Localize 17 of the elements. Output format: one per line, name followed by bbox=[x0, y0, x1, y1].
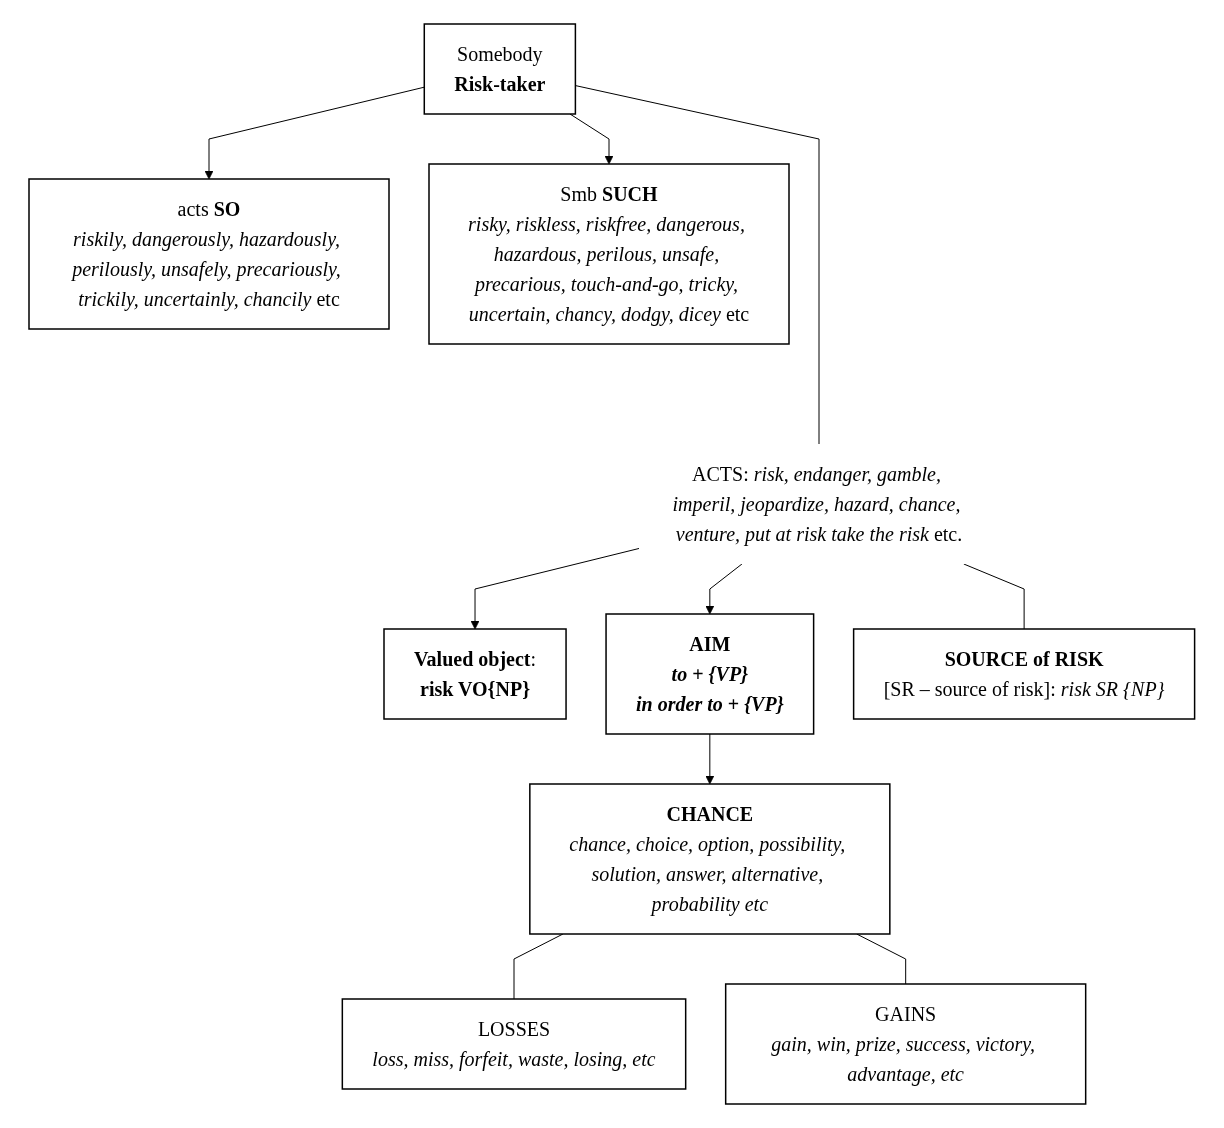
node-text: ACTS: risk, endanger, gamble, imperil, jeopardize, hazard, chance, venture, put at risk take the risk etc. bbox=[672, 463, 963, 545]
node-box: acts SO riskily, dangerously, hazardously, perilously, unsafely, precariously, trickily, uncertainly, chancily etc bbox=[28, 178, 390, 330]
node-box: LOSSES loss, miss, forfeit, waste, losing, etc bbox=[341, 998, 687, 1090]
arrow bbox=[204, 86, 425, 180]
arrow bbox=[470, 548, 640, 630]
node-box: AIM to + {VP} in order to + {VP} bbox=[605, 613, 815, 735]
node-box: SOURCE of RISK [SR – source of risk]: risk SR {NP} bbox=[853, 628, 1196, 720]
connector bbox=[575, 85, 820, 445]
arrow bbox=[705, 733, 715, 785]
node-box: Somebody Risk-taker bbox=[423, 23, 577, 115]
node-box: Valued object: risk VO{NP} bbox=[383, 628, 567, 720]
connector bbox=[963, 563, 1025, 630]
node-box: CHANCE chance, choice, option, possibility, solution, answer, alternative, probability etc bbox=[529, 783, 891, 935]
arrow bbox=[569, 113, 614, 165]
arrow bbox=[705, 563, 743, 615]
node-box: Smb SUCH risky, riskless, riskfree, dangerous, hazardous, perilous, unsafe, precarious, touch-and-go, tricky, uncertain, chancy, dodgy, dicey etc bbox=[428, 163, 790, 345]
node-box: GAINS gain, win, prize, success, victory, advantage, etc bbox=[725, 983, 1087, 1105]
